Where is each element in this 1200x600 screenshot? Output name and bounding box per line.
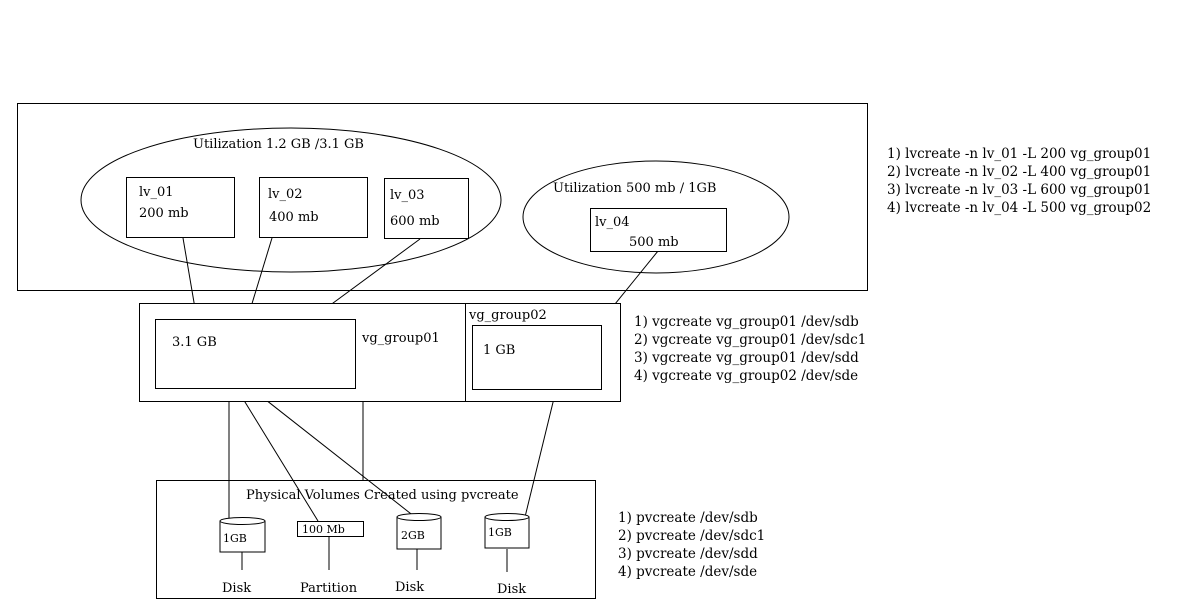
vg1-size-box: 3.1 GB [155,319,356,389]
lvcreate-cmd-4: 4) lvcreate -n lv_04 -L 500 vg_group02 [887,200,1152,216]
vgcreate-commands: 1) vgcreate vg_group01 /dev/sdb 2) vgcre… [634,313,866,385]
vg2-utilization-ellipse [522,160,790,274]
vgcreate-cmd-1: 1) vgcreate vg_group01 /dev/sdb [634,314,859,330]
vgcreate-cmd-3: 3) vgcreate vg_group01 /dev/sdd [634,350,859,366]
lvcreate-cmd-1: 1) lvcreate -n lv_01 -L 200 vg_group01 [887,146,1152,162]
lv02-name: lv_02 [268,187,303,202]
vg2-utilization-label: Utilization 500 mb / 1GB [553,181,717,196]
lv02-box: lv_02 400 mb [259,177,368,238]
lv04-box: lv_04 500 mb [590,208,727,252]
pvcreate-cmd-3: 3) pvcreate /dev/sdd [618,546,758,562]
lvcreate-cmd-2: 2) lvcreate -n lv_02 -L 400 vg_group01 [887,164,1152,180]
lv01-size: 200 mb [139,206,189,221]
pvcreate-cmd-1: 1) pvcreate /dev/sdb [618,510,758,526]
lv03-size: 600 mb [390,214,440,229]
disk4-size-label: 1GB [488,526,512,539]
disk3-type-label: Disk [395,580,425,595]
vg1-name: vg_group01 [362,331,440,346]
pvcreate-commands: 1) pvcreate /dev/sdb 2) pvcreate /dev/sd… [618,509,765,581]
disk1-size-label: 1GB [223,532,247,545]
disk3-cylinder [396,513,442,550]
partition-size-label: 100 Mb [302,523,345,536]
partition-box: 100 Mb [297,521,364,537]
disk3-size-label: 2GB [401,529,425,542]
disk1-cylinder [219,517,266,553]
lvcreate-cmd-3: 3) lvcreate -n lv_03 -L 600 vg_group01 [887,182,1152,198]
lv02-size: 400 mb [269,210,319,225]
vg2-size: 1 GB [483,343,516,358]
vg2-size-box: 1 GB [472,325,602,390]
lv03-name: lv_03 [390,188,425,203]
vg1-utilization-label: Utilization 1.2 GB /3.1 GB [193,137,364,152]
lv01-name: lv_01 [139,185,174,200]
vg1-to-pv3-line [251,388,416,518]
partition-type-label: Partition [300,581,358,596]
lv01-box: lv_01 200 mb [126,177,235,238]
lv04-size: 500 mb [629,235,679,250]
disk1-type-label: Disk [222,581,252,596]
physical-volumes-panel [156,480,596,599]
vg1-to-pv2-line [236,388,319,522]
vgcreate-cmd-2: 2) vgcreate vg_group01 /dev/sdc1 [634,332,867,348]
pvcreate-cmd-4: 4) pvcreate /dev/sde [618,564,758,580]
lvcreate-commands: 1) lvcreate -n lv_01 -L 200 vg_group01 2… [887,145,1151,217]
physical-volumes-title: Physical Volumes Created using pvcreate [246,488,519,503]
vg1-size: 3.1 GB [172,335,217,350]
vgcreate-cmd-4: 4) vgcreate vg_group02 /dev/sde [634,368,859,384]
lv04-name: lv_04 [595,215,630,230]
vg2-name: vg_group02 [469,308,547,323]
lv03-box: lv_03 600 mb [384,178,469,239]
vg1-utilization-ellipse [80,127,502,273]
disk4-cylinder [484,513,530,549]
disk4-type-label: Disk [497,582,527,597]
vg2-to-pv4-line [524,389,557,518]
pvcreate-cmd-2: 2) pvcreate /dev/sdc1 [618,528,766,544]
